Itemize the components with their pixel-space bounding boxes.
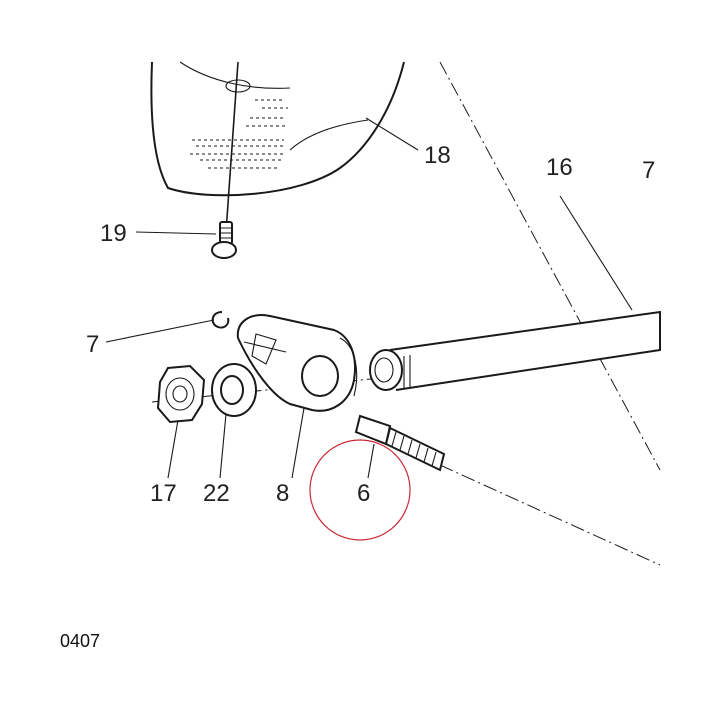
center-lines [151, 61, 661, 566]
part-18-housing [150, 61, 405, 197]
drawing-code: 0407 [60, 631, 100, 651]
part-17-nut [156, 364, 206, 424]
part-8-lever [236, 314, 358, 412]
part-6-stud [354, 414, 446, 472]
leader-lines [105, 117, 633, 479]
callout-18: 18 [424, 142, 451, 169]
callout-6: 6 [357, 480, 370, 507]
callout-19: 19 [100, 220, 127, 247]
callout-22: 22 [203, 480, 230, 507]
callout-8: 8 [276, 480, 289, 507]
part-16-shaft [369, 310, 661, 391]
highlight-circle [309, 439, 411, 541]
part-19-screw [211, 61, 239, 259]
part-7-clip [211, 311, 230, 329]
callout-7-top-right: 7 [642, 157, 655, 184]
part-22-washer [211, 363, 257, 417]
callout-7-left: 7 [86, 331, 99, 358]
callout-16: 16 [546, 154, 573, 181]
callout-17: 17 [150, 480, 177, 507]
